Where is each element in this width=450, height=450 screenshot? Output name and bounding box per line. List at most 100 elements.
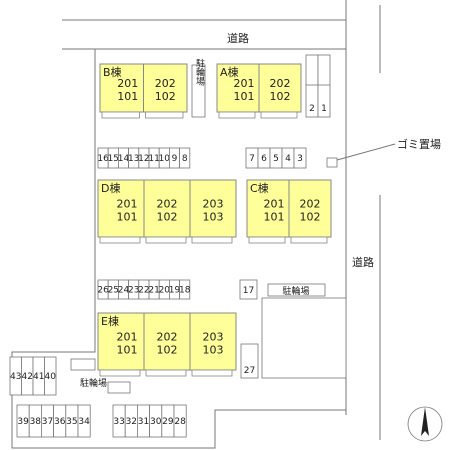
parking-slot: 34 <box>77 404 91 438</box>
parking-slot-number: 31 <box>138 417 149 427</box>
parking-slot-number: 21 <box>148 286 159 296</box>
unit-balcony <box>248 236 286 244</box>
unit-number-upper: 202 <box>157 197 178 210</box>
north-road-label: 道路 <box>227 31 249 45</box>
parking-slot-number: 1 <box>321 104 327 114</box>
site-outline <box>11 49 347 449</box>
parking-slot-number: 14 <box>118 154 130 164</box>
unit-number-upper: 202 <box>155 77 176 90</box>
parking-slot: 41 <box>32 356 45 396</box>
unit-number-upper: 201 <box>117 197 138 210</box>
parking-slot-number: 34 <box>78 417 90 427</box>
parking-slot-number: 3 <box>297 154 303 164</box>
open-area-east <box>261 297 347 379</box>
parking-slot: 18 <box>179 279 191 300</box>
parking-slot-number: 25 <box>108 286 119 296</box>
unit-number-lower: 101 <box>117 90 138 103</box>
building-label: E棟 <box>101 314 119 328</box>
building-unit <box>288 179 332 238</box>
parking-slot-number: 8 <box>182 154 188 164</box>
parking-slot: 2 <box>305 54 319 118</box>
unit-balcony <box>260 111 298 119</box>
parking-slot: 33 <box>112 404 126 438</box>
parking-slot-number: 6 <box>261 154 267 164</box>
parking-slot-box <box>239 279 258 300</box>
parking-slot: 1 <box>317 54 331 118</box>
parking-slot-number: 29 <box>162 417 174 427</box>
bike-parking-lower-left-b <box>107 381 131 394</box>
unit-balcony <box>218 111 256 119</box>
unit-number-upper: 203 <box>203 197 224 210</box>
parking-slot-number: 12 <box>138 154 149 164</box>
parking-slot-number: 30 <box>150 417 162 427</box>
unit-balcony <box>145 369 187 377</box>
parking-slot-number: 36 <box>54 417 66 427</box>
unit-balcony <box>191 369 233 377</box>
unit-number-lower: 101 <box>234 90 255 103</box>
bike-parking-top <box>191 64 206 118</box>
parking-slot-number: 33 <box>113 417 124 427</box>
parking-slot-number: 27 <box>244 366 255 376</box>
compass-arrow-icon <box>421 407 429 436</box>
unit-number-lower: 102 <box>157 210 178 223</box>
parking-slot-number: 15 <box>108 154 119 164</box>
unit-number-upper: 202 <box>270 77 291 90</box>
parking-slot-number: 41 <box>33 372 44 382</box>
unit-number-lower: 102 <box>155 90 176 103</box>
parking-slot-number: 7 <box>249 154 255 164</box>
parking-slot-number: 26 <box>97 286 109 296</box>
unit-number-lower: 102 <box>300 210 321 223</box>
parking-slot: 29 <box>161 404 175 438</box>
parking-slot: 32 <box>124 404 138 438</box>
parking-slot: 8 <box>179 147 191 169</box>
garbage-leader <box>336 143 396 161</box>
unit-number-lower: 101 <box>117 210 138 223</box>
unit-number-upper: 202 <box>300 197 321 210</box>
parking-slot-number: 11 <box>148 154 159 164</box>
unit-number-upper: 201 <box>264 197 285 210</box>
garbage-label: ゴミ置場 <box>397 137 441 151</box>
bike-parking-lower-left-a <box>70 358 96 371</box>
parking-slot-number: 39 <box>17 417 29 427</box>
parking-slot-number: 17 <box>243 286 254 296</box>
parking-slot-number: 5 <box>273 154 279 164</box>
parking-slot: 31 <box>136 404 150 438</box>
parking-slot: 5 <box>269 147 283 169</box>
unit-balcony <box>101 111 140 119</box>
parking-slot-number: 9 <box>172 154 178 164</box>
parking-slot: 42 <box>21 356 34 396</box>
parking-slot-box <box>240 343 259 379</box>
unit-number-upper: 203 <box>203 330 224 343</box>
building-unit <box>143 63 188 113</box>
parking-slot-number: 23 <box>128 286 139 296</box>
bike-parking-lower-left-label: 駐輪場 <box>80 377 107 389</box>
parking-slot: 38 <box>28 404 42 438</box>
garbage-box <box>326 157 338 168</box>
parking-slot: 3 <box>293 147 307 169</box>
bike-parking-middle <box>267 283 326 297</box>
parking-slot-box <box>173 404 187 438</box>
building-unit <box>216 63 260 113</box>
parking-slot-number: 32 <box>126 417 137 427</box>
unit-balcony <box>145 111 184 119</box>
building-label: C棟 <box>250 181 269 195</box>
parking-slot: 9 <box>168 147 180 169</box>
building-unit <box>97 179 145 238</box>
unit-number-lower: 102 <box>270 90 291 103</box>
unit-number-lower: 101 <box>264 210 285 223</box>
unit-balcony <box>99 369 141 377</box>
parking-slot-box <box>77 404 91 438</box>
parking-slot: 6 <box>257 147 271 169</box>
parking-slot-number: 13 <box>128 154 139 164</box>
parking-slot: 28 <box>173 404 187 438</box>
building-unit <box>258 63 302 113</box>
parking-slot: 43 <box>9 356 22 396</box>
parking-slot-number: 40 <box>45 372 57 382</box>
parking-slot-number: 2 <box>309 104 315 114</box>
parking-slot-number: 35 <box>66 417 77 427</box>
unit-number-lower: 102 <box>157 343 178 356</box>
